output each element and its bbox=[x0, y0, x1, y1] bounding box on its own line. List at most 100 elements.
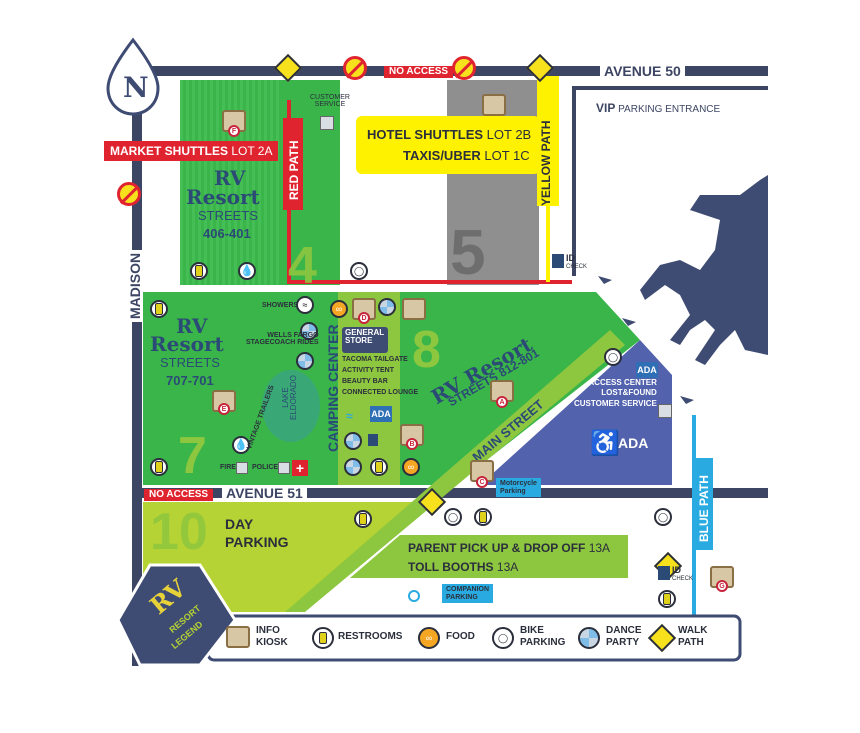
legend-dance-party: DANCE PARTY bbox=[606, 625, 642, 648]
lake-label: LAKE ELDORADO bbox=[281, 375, 298, 420]
ada-access-badge: ADA bbox=[636, 362, 658, 378]
customer-service-label: CUSTOMER SERVICE bbox=[310, 94, 350, 108]
lake-eldorado bbox=[262, 370, 320, 442]
no-access-top-label: NO ACCESS bbox=[384, 66, 454, 78]
ada-small-badge: ADA bbox=[370, 406, 392, 422]
id-check-check: CHECK bbox=[566, 264, 588, 270]
amenity-activity-tent: ACTIVITY TENT bbox=[342, 367, 394, 374]
taxi-uber-lot: LOT 1C bbox=[484, 148, 530, 163]
market-shuttles-label: MARKET SHUTTLES bbox=[110, 144, 228, 158]
id-check-icon bbox=[368, 434, 378, 446]
vip-entrance-label: VIP PARKING ENTRANCE bbox=[596, 102, 720, 115]
madison-label: MADISON bbox=[127, 249, 143, 322]
vip-parking-entrance: PARKING ENTRANCE bbox=[618, 104, 721, 115]
zone-8-number: 8 bbox=[412, 321, 441, 379]
legend-walk-path: WALK PATH bbox=[678, 625, 708, 648]
restrooms-icon bbox=[354, 510, 372, 528]
legend-restrooms: RESTROOMS bbox=[338, 631, 403, 642]
dance-party-icon bbox=[344, 458, 362, 476]
kiosk-d-marker: D bbox=[358, 312, 370, 324]
vip-road-line bbox=[572, 86, 576, 276]
fire-icon bbox=[236, 462, 248, 474]
police-icon bbox=[278, 462, 290, 474]
no-walk-icon bbox=[452, 56, 476, 80]
dance-party-icon bbox=[378, 298, 396, 316]
zone-4-resort: Resort bbox=[186, 185, 260, 209]
id-check-id: ID bbox=[566, 253, 575, 263]
id-check-check-bottom: CHECK bbox=[672, 576, 694, 582]
zone-4-streets: STREETS bbox=[198, 208, 258, 223]
police-label: POLICE bbox=[252, 464, 279, 471]
hotel-shuttles-label: HOTEL SHUTTLES bbox=[367, 127, 484, 142]
amenity-tacoma: TACOMA TAILGATE bbox=[342, 356, 408, 363]
no-walk-icon bbox=[117, 182, 141, 206]
hotel-shuttles-lot: LOT 2B bbox=[486, 127, 532, 142]
parent-pickup-lot: 13A bbox=[588, 541, 611, 555]
zone-7-range: 707-701 bbox=[166, 373, 214, 388]
water-icon: 💧 bbox=[232, 436, 250, 454]
kiosk-c-marker: C bbox=[476, 476, 488, 488]
restrooms-icon bbox=[150, 458, 168, 476]
id-check-id-bottom: ID bbox=[672, 565, 681, 575]
vip-label: VIP bbox=[596, 101, 616, 115]
horse-silhouette bbox=[640, 175, 768, 365]
zone-7-resort: Resort bbox=[150, 332, 224, 356]
motorcycle-parking-label: Motorcycle Parking bbox=[496, 478, 541, 498]
amenity-connected-lounge: CONNECTED LOUNGE bbox=[342, 389, 419, 396]
kiosk-a-marker: A bbox=[496, 396, 508, 408]
hotel-taxi-box bbox=[356, 116, 540, 174]
info-kiosk-icon bbox=[482, 94, 506, 116]
avenue-50-label: AVENUE 50 bbox=[600, 64, 685, 78]
wells-fargo-label: WELLS FARGO STAGECOACH RIDES bbox=[246, 332, 319, 346]
zone-10-parking: PARKING bbox=[225, 534, 289, 550]
zone-5-number: 5 bbox=[450, 216, 486, 288]
id-check-icon bbox=[658, 566, 670, 580]
zone-7-rv: RV bbox=[176, 314, 208, 338]
restrooms-icon bbox=[658, 590, 676, 608]
toll-booths-label: TOLL BOOTHS bbox=[408, 560, 494, 574]
first-aid-icon: + bbox=[292, 460, 308, 476]
parent-pickup-band bbox=[350, 535, 628, 578]
food-icon: ∞ bbox=[402, 458, 420, 476]
market-shuttles-tag: MARKET SHUTTLES LOT 2A bbox=[104, 141, 279, 161]
avenue-51-label: AVENUE 51 bbox=[222, 486, 307, 500]
blue-path-label: BLUE PATH bbox=[697, 475, 711, 542]
rv-legend-badge bbox=[116, 563, 237, 667]
zone-10-area bbox=[143, 502, 430, 612]
dance-party-icon bbox=[300, 322, 318, 340]
market-shuttles-lot: LOT 2A bbox=[231, 144, 273, 158]
info-kiosk-icon bbox=[226, 626, 250, 648]
restrooms-icon bbox=[190, 262, 208, 280]
water-icon: 💧 bbox=[238, 262, 256, 280]
wheelchair-icon: ♿ bbox=[590, 430, 620, 457]
kiosk-b-marker: B bbox=[406, 438, 418, 450]
food-icon: ∞ bbox=[418, 627, 440, 649]
id-check-icon bbox=[552, 254, 564, 268]
avenue-51-road bbox=[132, 488, 768, 498]
amenity-beauty-bar: BEAUTY BAR bbox=[342, 378, 388, 385]
zone-7-number: 7 bbox=[178, 427, 207, 485]
zone-4-number: 4 bbox=[288, 237, 317, 295]
red-path-label: RED PATH bbox=[287, 140, 301, 200]
blue-path-line bbox=[692, 415, 696, 615]
restrooms-icon bbox=[474, 508, 492, 526]
companion-marker bbox=[408, 590, 420, 602]
general-store-label: GENERAL STORE bbox=[342, 327, 388, 353]
fire-label: FIRE bbox=[220, 464, 236, 471]
compass bbox=[106, 37, 160, 116]
dance-party-icon bbox=[578, 627, 600, 649]
access-center-label: ACCESS CENTER LOST&FOUND CUSTOMER SERVIC… bbox=[574, 378, 657, 408]
dance-party-icon bbox=[296, 352, 314, 370]
access-center-icon bbox=[658, 404, 672, 418]
compass-letter: N bbox=[123, 71, 149, 104]
zone-10-day: DAY bbox=[225, 516, 254, 532]
info-kiosk-icon bbox=[402, 298, 426, 320]
no-access-bottom-label: NO ACCESS bbox=[144, 489, 214, 501]
bike-parking-icon: ◯ bbox=[492, 627, 514, 649]
wifi-icon: ≈ bbox=[346, 409, 353, 423]
taxi-uber-label: TAXIS/UBER bbox=[403, 148, 481, 163]
customer-service-icon bbox=[320, 116, 334, 130]
kiosk-f-marker: F bbox=[228, 125, 240, 137]
food-icon: ∞ bbox=[330, 300, 348, 318]
